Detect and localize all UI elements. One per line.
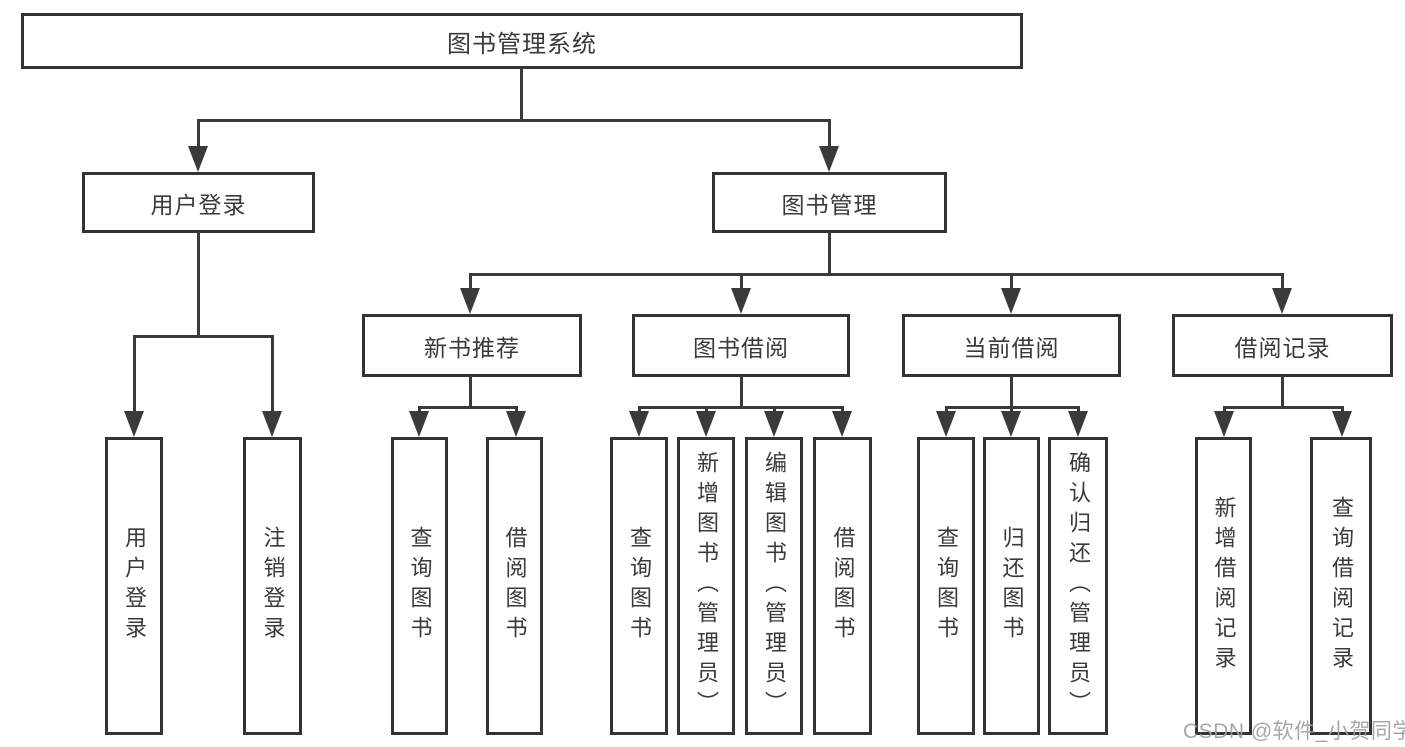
arrow-down-icon — [1001, 288, 1021, 314]
connector-line-vertical — [1009, 272, 1013, 290]
connector-line-vertical — [772, 405, 776, 413]
node-book-borrowing: 图书借阅 — [632, 314, 850, 377]
arrow-down-icon — [1272, 288, 1292, 314]
connector-line-vertical — [739, 376, 743, 408]
connector-line-vertical — [1009, 405, 1013, 413]
connector-line-vertical — [739, 272, 743, 290]
connector-line-horizontal — [417, 405, 518, 409]
arrow-down-icon — [188, 146, 208, 172]
arrow-down-icon — [731, 288, 751, 314]
node-current-borrowing-label: 当前借阅 — [963, 334, 1060, 361]
connector-line-vertical — [417, 405, 421, 413]
leaf-borrow-books-recommend-label: 借阅图书 — [502, 526, 528, 646]
leaf-query-borrow-record-label: 查询借阅记录 — [1329, 496, 1354, 676]
leaf-query-borrow-record: 查询借阅记录 — [1310, 437, 1372, 735]
connector-line-vertical — [1340, 405, 1344, 413]
leaf-add-book-admin-label: 新增图书（管理员） — [694, 451, 719, 721]
connector-line-horizontal — [1222, 405, 1344, 409]
arrow-down-icon — [409, 411, 429, 437]
connector-line-vertical — [1280, 376, 1284, 408]
connector-line-horizontal — [468, 272, 1284, 276]
connector-line-vertical — [1076, 405, 1080, 413]
arrow-down-icon — [696, 411, 716, 437]
node-user-login-label: 用户登录 — [150, 191, 247, 218]
node-current-borrowing: 当前借阅 — [902, 314, 1121, 377]
arrow-down-icon — [1214, 411, 1234, 437]
arrow-down-icon — [629, 411, 649, 437]
node-borrow-records-label: 借阅记录 — [1234, 334, 1331, 361]
arrow-down-icon — [819, 146, 839, 172]
leaf-query-books-current: 查询图书 — [917, 437, 975, 735]
leaf-borrow-books: 借阅图书 — [813, 437, 872, 735]
node-borrow-records: 借阅记录 — [1172, 314, 1393, 377]
connector-line-vertical — [270, 334, 274, 413]
connector-line-vertical — [637, 405, 641, 413]
arrow-down-icon — [936, 411, 956, 437]
connector-line-horizontal — [196, 118, 831, 122]
connector-line-horizontal — [132, 334, 274, 338]
leaf-borrow-books-recommend: 借阅图书 — [486, 437, 543, 735]
leaf-logout: 注销登录 — [243, 437, 302, 735]
leaf-return-books: 归还图书 — [983, 437, 1040, 735]
node-book-borrowing-label: 图书借阅 — [693, 334, 789, 361]
node-library-system: 图书管理系统 — [21, 13, 1023, 69]
node-user-login: 用户登录 — [82, 172, 315, 233]
arrow-down-icon — [1068, 411, 1088, 437]
arrow-down-icon — [262, 411, 282, 437]
connector-line-vertical — [944, 405, 948, 413]
connector-line-vertical — [840, 405, 844, 413]
connector-line-vertical — [196, 118, 200, 148]
node-library-system-label: 图书管理系统 — [447, 30, 597, 58]
leaf-edit-book-admin: 编辑图书（管理员） — [745, 437, 803, 735]
leaf-confirm-return-admin-label: 确认归还（管理员） — [1066, 451, 1091, 721]
connector-line-vertical — [519, 68, 523, 120]
arrow-down-icon — [506, 411, 526, 437]
arrow-down-icon — [1001, 411, 1021, 437]
node-book-management: 图书管理 — [712, 172, 947, 233]
connector-line-vertical — [196, 232, 200, 337]
csdn-watermark: CSDN @软件_小贺同学 — [1183, 720, 1405, 743]
leaf-add-borrow-record: 新增借阅记录 — [1195, 437, 1252, 735]
node-book-management-label: 图书管理 — [781, 191, 878, 218]
leaf-edit-book-admin-label: 编辑图书（管理员） — [762, 451, 787, 721]
connector-line-vertical — [1009, 376, 1013, 408]
connector-line-vertical — [514, 405, 518, 413]
connector-line-horizontal — [637, 405, 844, 409]
connector-line-vertical — [468, 376, 472, 408]
connector-line-vertical — [468, 272, 472, 290]
node-new-book-recommend-label: 新书推荐 — [424, 334, 520, 361]
leaf-logout-label: 注销登录 — [260, 526, 286, 646]
leaf-user-login: 用户登录 — [105, 437, 163, 735]
connector-line-vertical — [1222, 405, 1226, 413]
arrow-down-icon — [764, 411, 784, 437]
leaf-add-borrow-record-label: 新增借阅记录 — [1211, 496, 1237, 676]
leaf-query-books-borrow-label: 查询图书 — [627, 526, 652, 646]
leaf-user-login-label: 用户登录 — [122, 526, 147, 646]
leaf-return-books-label: 归还图书 — [999, 526, 1025, 646]
connector-line-vertical — [704, 405, 708, 413]
connector-line-vertical — [132, 334, 136, 413]
node-new-book-recommend: 新书推荐 — [362, 314, 582, 377]
connector-line-vertical — [1280, 272, 1284, 290]
leaf-query-books-recommend: 查询图书 — [391, 437, 448, 735]
arrow-down-icon — [124, 411, 144, 437]
arrow-down-icon — [460, 288, 480, 314]
leaf-add-book-admin: 新增图书（管理员） — [677, 437, 735, 735]
connector-line-vertical — [827, 118, 831, 148]
leaf-query-books-current-label: 查询图书 — [934, 526, 959, 646]
leaf-confirm-return-admin: 确认归还（管理员） — [1048, 437, 1108, 735]
arrow-down-icon — [1332, 411, 1352, 437]
leaf-borrow-books-label: 借阅图书 — [830, 526, 856, 646]
connector-line-vertical — [827, 232, 831, 274]
leaf-query-books-borrow: 查询图书 — [610, 437, 668, 735]
leaf-query-books-recommend-label: 查询图书 — [407, 526, 433, 646]
arrow-down-icon — [832, 411, 852, 437]
